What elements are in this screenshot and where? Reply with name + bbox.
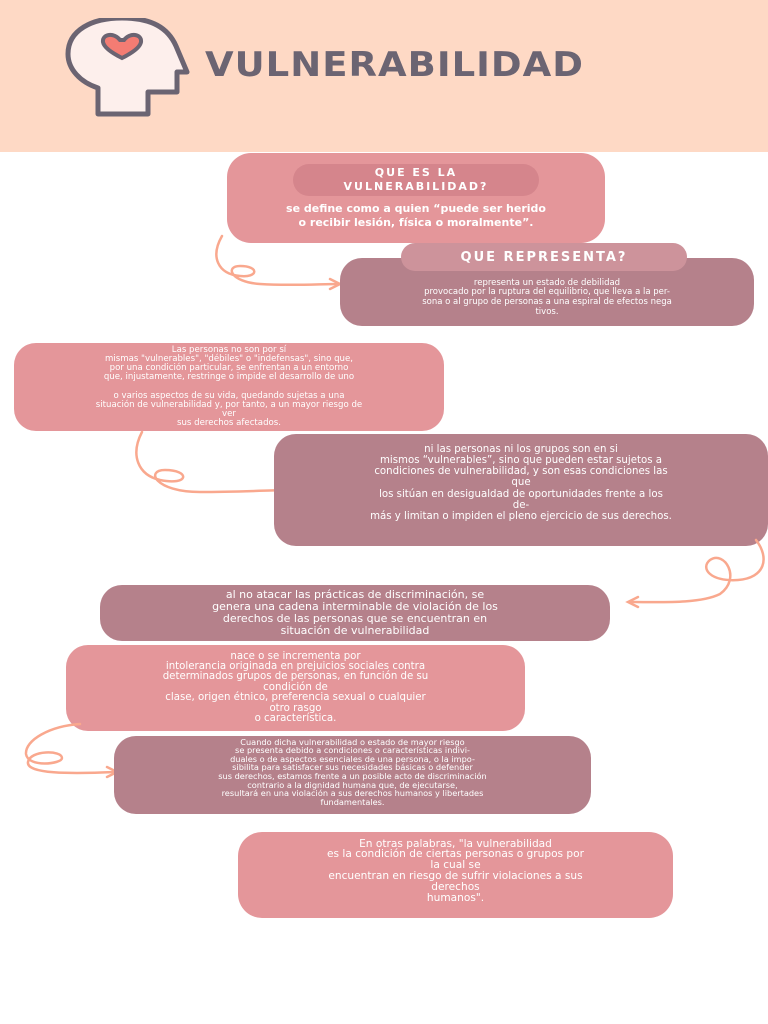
definition-text: se define como a quien “puede ser herido… [286,202,546,229]
representation-heading-pill: QUE REPRESENTA? [401,243,687,271]
people-card: Las personas no son por sí mismas "vulne… [14,343,444,431]
conclusion-card: En otras palabras, "la vulnerabilidad es… [238,832,673,918]
risk-card: Cuando dicha vulnerabilidad o estado de … [114,736,591,814]
representation-heading: QUE REPRESENTA? [460,249,628,265]
loop-arrow-icon [24,722,120,779]
risk-text: Cuando dicha vulnerabilidad o estado de … [218,736,487,807]
groups-card: ni las personas ni los grupos son en si … [274,434,768,546]
conclusion-text: En otras palabras, "la vulnerabilidad es… [327,837,584,904]
people-text: Las personas no son por sí mismas "vulne… [95,344,363,429]
groups-text: ni las personas ni los grupos son en si … [370,443,672,522]
definition-heading: QUE ES LA VULNERABILIDAD? [343,166,489,193]
intolerance-card: nace o se incrementa por intolerancia or… [66,645,525,731]
header-banner: VULNERABILIDAD [0,0,768,152]
definition-heading-pill: QUE ES LA VULNERABILIDAD? [293,164,539,196]
page-title: VULNERABILIDAD [205,44,584,85]
intolerance-text: nace o se incrementa por intolerancia or… [162,650,429,725]
discrimination-card: al no atacar las prácticas de discrimina… [100,585,610,641]
representation-text: representa un estado de debilidad provoc… [422,277,672,317]
loop-arrow-icon [215,234,343,291]
discrimination-text: al no atacar las prácticas de discrimina… [212,588,498,637]
loop-arrow-icon [625,538,765,609]
definition-card: QUE ES LA VULNERABILIDAD? se define como… [227,153,605,243]
head-with-heart-icon [65,18,190,117]
